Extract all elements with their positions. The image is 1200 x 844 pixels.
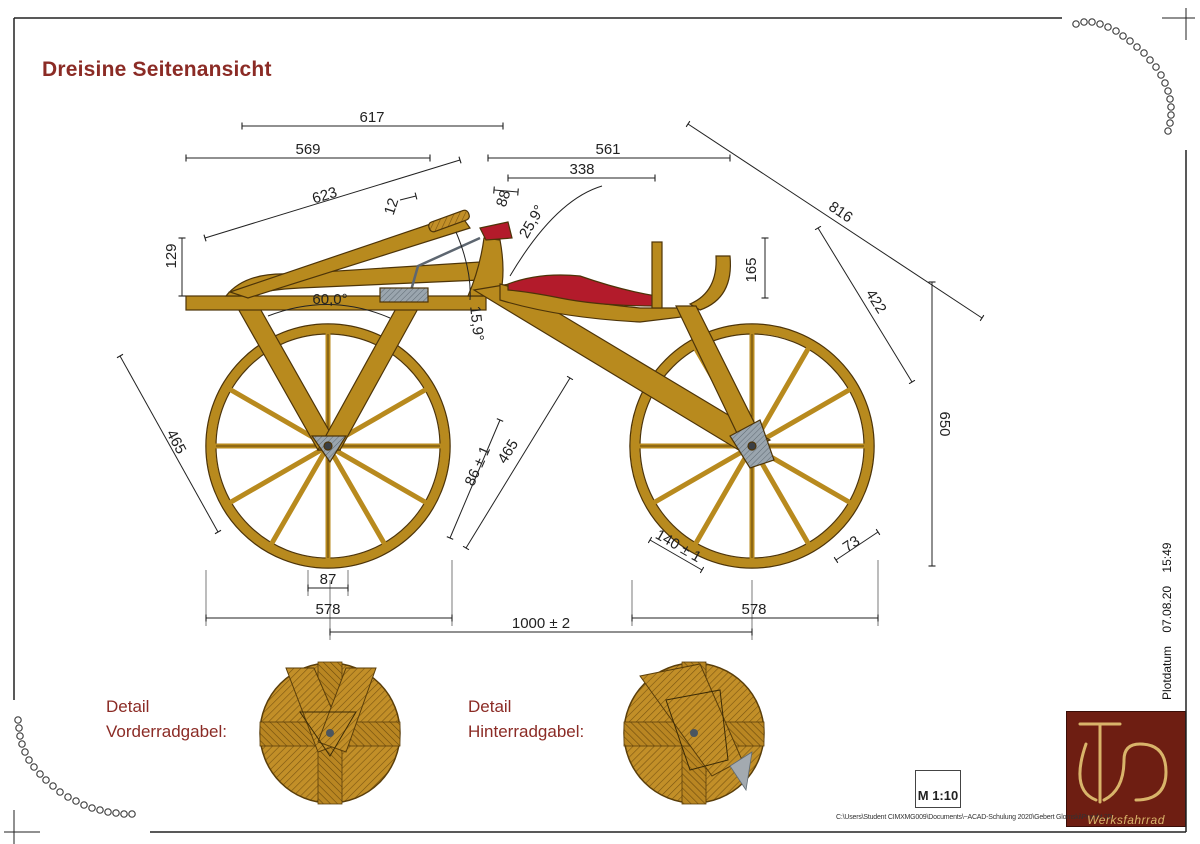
page-title: Dreisine Seitenansicht: [42, 58, 272, 81]
plot-date-value: 07.08.20: [1160, 585, 1174, 633]
dim-86: 86 ± 1: [462, 444, 494, 489]
plot-time-value: 15:49: [1160, 542, 1174, 573]
dim-465-center: 465: [494, 436, 522, 466]
rear-wheel: [629, 323, 875, 569]
dim-465-left: 465: [163, 427, 190, 457]
detail-rear-fork: [623, 661, 765, 805]
dim-angle-60: 60,0°: [312, 291, 347, 308]
dim-338: 338: [569, 161, 594, 178]
dim-73: 73: [840, 533, 863, 556]
dim-569: 569: [295, 141, 320, 158]
dim-87: 87: [320, 571, 337, 588]
detail-front-label: Detail Vorderradgabel:: [106, 694, 227, 744]
dim-561: 561: [595, 141, 620, 158]
detail-rear-label: Detail Hinterradgabel:: [468, 694, 584, 744]
dim-angle-15-9: 15,9°: [466, 305, 487, 342]
logo-text: Werksfahrrad: [1087, 813, 1165, 827]
dimension-lines: [116, 120, 985, 640]
chain-ornament-top-right: [1072, 18, 1175, 135]
dim-12: 12: [381, 196, 402, 217]
dim-129: 129: [163, 243, 180, 268]
dim-165: 165: [743, 257, 760, 282]
dim-623: 623: [310, 184, 339, 208]
dim-422: 422: [862, 286, 890, 316]
plot-date: Plotdatum 07.08.20 15:49: [1160, 533, 1174, 700]
werksfahrrad-logo-mark: [1078, 722, 1168, 804]
dim-578-right: 578: [741, 601, 766, 618]
scale-label: M 1:10: [917, 788, 959, 803]
dim-88: 88: [493, 188, 514, 209]
dim-1000: 1000 ± 2: [512, 615, 570, 632]
dim-angle-25-9: 25,9°: [516, 202, 548, 241]
dim-650: 650: [936, 411, 953, 436]
detail-front-label-line2: Vorderradgabel:: [106, 722, 227, 741]
scale-box: M 1:10: [915, 770, 961, 808]
detail-front-label-line1: Detail: [106, 697, 150, 716]
detail-rear-label-line1: Detail: [468, 697, 512, 716]
file-path: C:\Users\Student CIMXMG009\Documents\~AC…: [836, 814, 1113, 821]
dim-816: 816: [825, 198, 855, 226]
dim-578-left: 578: [315, 601, 340, 618]
detail-rear-label-line2: Hinterradgabel:: [468, 722, 585, 741]
detail-front-fork: [259, 661, 401, 805]
plot-label: Plotdatum: [1160, 645, 1174, 700]
sheet-frame: [4, 8, 1195, 844]
dim-617: 617: [359, 109, 384, 126]
